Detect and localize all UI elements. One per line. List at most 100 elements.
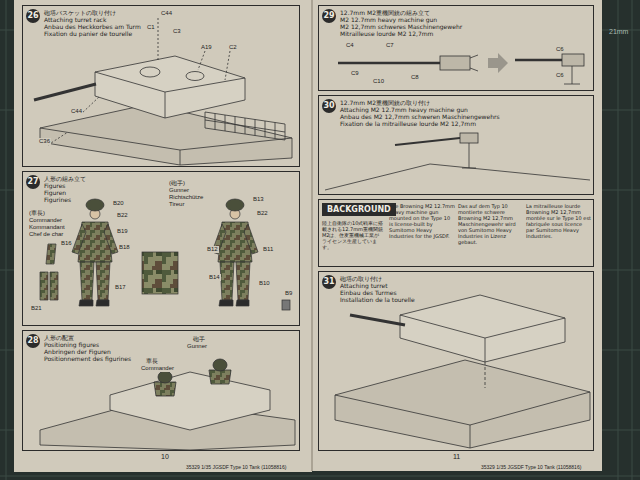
callout-label: B16 (60, 240, 73, 247)
callout-label: C44 (160, 10, 173, 17)
step-title: 人形の配置 (44, 334, 295, 341)
callout-label: C4 (345, 42, 355, 49)
legs (80, 262, 110, 300)
handles (470, 55, 478, 71)
step-panel: 砲塔の取り付けAttaching turretEinbau des Turmes… (318, 271, 594, 451)
step-title: 12.7mm M2重機関銃の組み立て (340, 9, 589, 16)
callout-label: B22 (116, 212, 129, 219)
callout-label: Gunner (168, 187, 190, 194)
callout-label: C6 (555, 72, 565, 79)
hatch (140, 67, 160, 77)
callout-label: C1 (146, 24, 156, 31)
step-28-drawing (40, 359, 295, 450)
step-panel: 12.7mm M2重機関銃の組み立てM2 12.7mm heavy machin… (318, 5, 594, 91)
turret-rack (205, 112, 285, 140)
step-title: Anbau des Heckkorbes am Turm (44, 23, 295, 30)
receiver (562, 54, 584, 66)
step-title: Fixation de la mitrailleuse lourde M2 12… (340, 120, 589, 127)
step-number-text: 30 (323, 102, 334, 110)
hull-edge (40, 128, 292, 165)
callout-label: Kommandant (28, 224, 66, 231)
left-page (14, 0, 312, 472)
barrel (338, 62, 440, 65)
turret-edge (95, 72, 245, 118)
step-number-text: 26 (27, 12, 38, 20)
step-number-text: 27 (27, 178, 38, 186)
figure (72, 199, 118, 306)
callout-label: C10 (372, 78, 385, 85)
callout-label: B14 (208, 274, 221, 281)
turret (400, 295, 565, 362)
step-number-text: 29 (323, 12, 334, 20)
callout-label: 砲手 (192, 336, 206, 343)
step-number: 28 (26, 334, 40, 348)
callout-label: Commander (140, 365, 175, 372)
barrel (515, 59, 565, 62)
step-title: Anbringen der Figuren (44, 348, 295, 355)
step-31-drawing (335, 295, 590, 448)
background-text: Das auf dem Typ 10 montierte schwere Bro… (458, 203, 524, 245)
legs-part (40, 272, 58, 300)
step-panel: 人形の配置Positioning figuresAnbringen der Fi… (22, 330, 300, 451)
step-title: Anbau des M2 12,7mm schweren Maschinenge… (340, 113, 589, 120)
callout-label: B10 (258, 280, 271, 287)
gun-barrel (350, 315, 405, 325)
commander-figure (154, 382, 176, 396)
callout-label: B22 (256, 210, 269, 217)
background-text: 陸上自衛隊の10式戦車に搭載される12.7mm重機関銃M2は、住友重機械工業がラ… (322, 220, 384, 250)
callout-label: B20 (112, 200, 125, 207)
callout-label: Chef de char (28, 231, 64, 238)
small-part (282, 300, 290, 310)
step-30-drawing (325, 133, 590, 190)
helmet (158, 371, 172, 383)
callout-label: B9 (284, 290, 293, 297)
step-number-text: 31 (323, 278, 334, 286)
step-29-drawing (338, 53, 584, 84)
step-title: M2 12.7mm heavy machine gun (340, 16, 589, 23)
page-number: 10 (160, 453, 170, 461)
callout-label: C44 (70, 108, 83, 115)
callout-label: Commander (28, 217, 63, 224)
callout-label: Richtschütze (168, 194, 204, 201)
assembly-guide (485, 362, 486, 388)
callout-label: B17 (114, 284, 127, 291)
callout-label: C2 (228, 44, 238, 51)
background-panel: 陸上自衛隊の10式戦車に搭載される12.7mm重機関銃M2は、住友重機械工業がラ… (318, 199, 594, 267)
step-arrow (488, 53, 508, 73)
step-title: Installation de la tourelle (340, 296, 589, 303)
arm-part (46, 244, 56, 264)
step-title: Attaching M2 12.7mm heavy machine gun (340, 106, 589, 113)
turret-edge (325, 164, 590, 190)
gun-barrel (34, 84, 96, 100)
mat-marking: 21mm (608, 28, 629, 36)
boots (79, 300, 109, 306)
callout-label: B13 (252, 196, 265, 203)
callout-label: B21 (30, 305, 43, 312)
callout-label: B18 (118, 244, 131, 251)
camouflage-sample (142, 252, 178, 294)
step-title: Fixation du panier de tourelle (44, 30, 295, 37)
step-number-text: 28 (27, 337, 38, 345)
callout-label: C3 (172, 28, 182, 35)
page-fold (311, 0, 313, 471)
background-text: La mitrailleuse lourde Browning M2 12,7m… (526, 203, 592, 239)
step-title: Attaching turret rack (44, 16, 295, 23)
callout-label: B12 (206, 246, 219, 253)
turret-edge (400, 315, 565, 362)
callout-label: Tireur (168, 201, 185, 208)
barrel (395, 138, 460, 145)
section-heading: BACKGROUND (327, 205, 391, 214)
callout-label: (砲手) (168, 180, 186, 187)
callout-label: B11 (262, 246, 274, 253)
section-band: BACKGROUND (322, 203, 396, 216)
page-number: 11 (452, 453, 461, 461)
pintle (462, 143, 476, 168)
step-number: 27 (26, 175, 40, 189)
step-title: 砲塔の取り付け (340, 275, 589, 282)
figure (212, 199, 258, 306)
arms (72, 224, 118, 254)
step-title: Attaching turret (340, 282, 589, 289)
